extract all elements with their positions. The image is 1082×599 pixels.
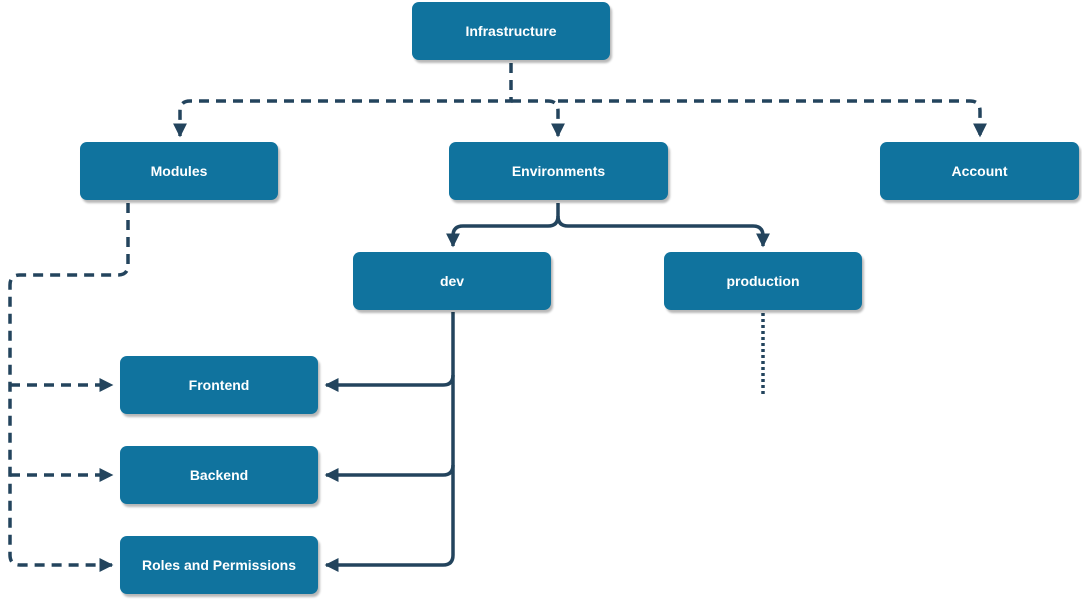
node-modules[interactable]: Modules: [80, 142, 278, 200]
node-label: Environments: [511, 163, 606, 179]
node-production[interactable]: production: [664, 252, 862, 310]
edge-dev-trunk: [324, 312, 455, 572]
node-frontend[interactable]: Frontend: [120, 356, 318, 414]
node-label: Frontend: [188, 377, 250, 393]
node-label: Backend: [189, 467, 249, 483]
node-label: Account: [951, 163, 1008, 179]
node-label: dev: [439, 273, 465, 289]
edge-dev-frontend: [324, 374, 455, 392]
node-label: Modules: [150, 163, 208, 179]
edge-dev-backend: [324, 464, 455, 482]
edge-environments-production: [556, 215, 770, 248]
node-backend[interactable]: Backend: [120, 446, 318, 504]
edge-infrastructure-environments: [511, 99, 565, 138]
edge-infrastructure-account: [558, 99, 987, 138]
node-dev[interactable]: dev: [353, 252, 551, 310]
node-environments[interactable]: Environments: [449, 142, 668, 200]
edge-infrastructure-modules: [173, 63, 513, 138]
node-infrastructure[interactable]: Infrastructure: [412, 2, 610, 60]
node-account[interactable]: Account: [880, 142, 1079, 200]
node-label: production: [726, 273, 800, 289]
edge-modules-trunk: [8, 203, 130, 572]
node-label: Infrastructure: [465, 23, 557, 39]
node-label: Roles and Permissions: [141, 557, 297, 573]
node-roles-and-permissions[interactable]: Roles and Permissions: [120, 536, 318, 594]
edge-environments-dev: [446, 203, 560, 248]
